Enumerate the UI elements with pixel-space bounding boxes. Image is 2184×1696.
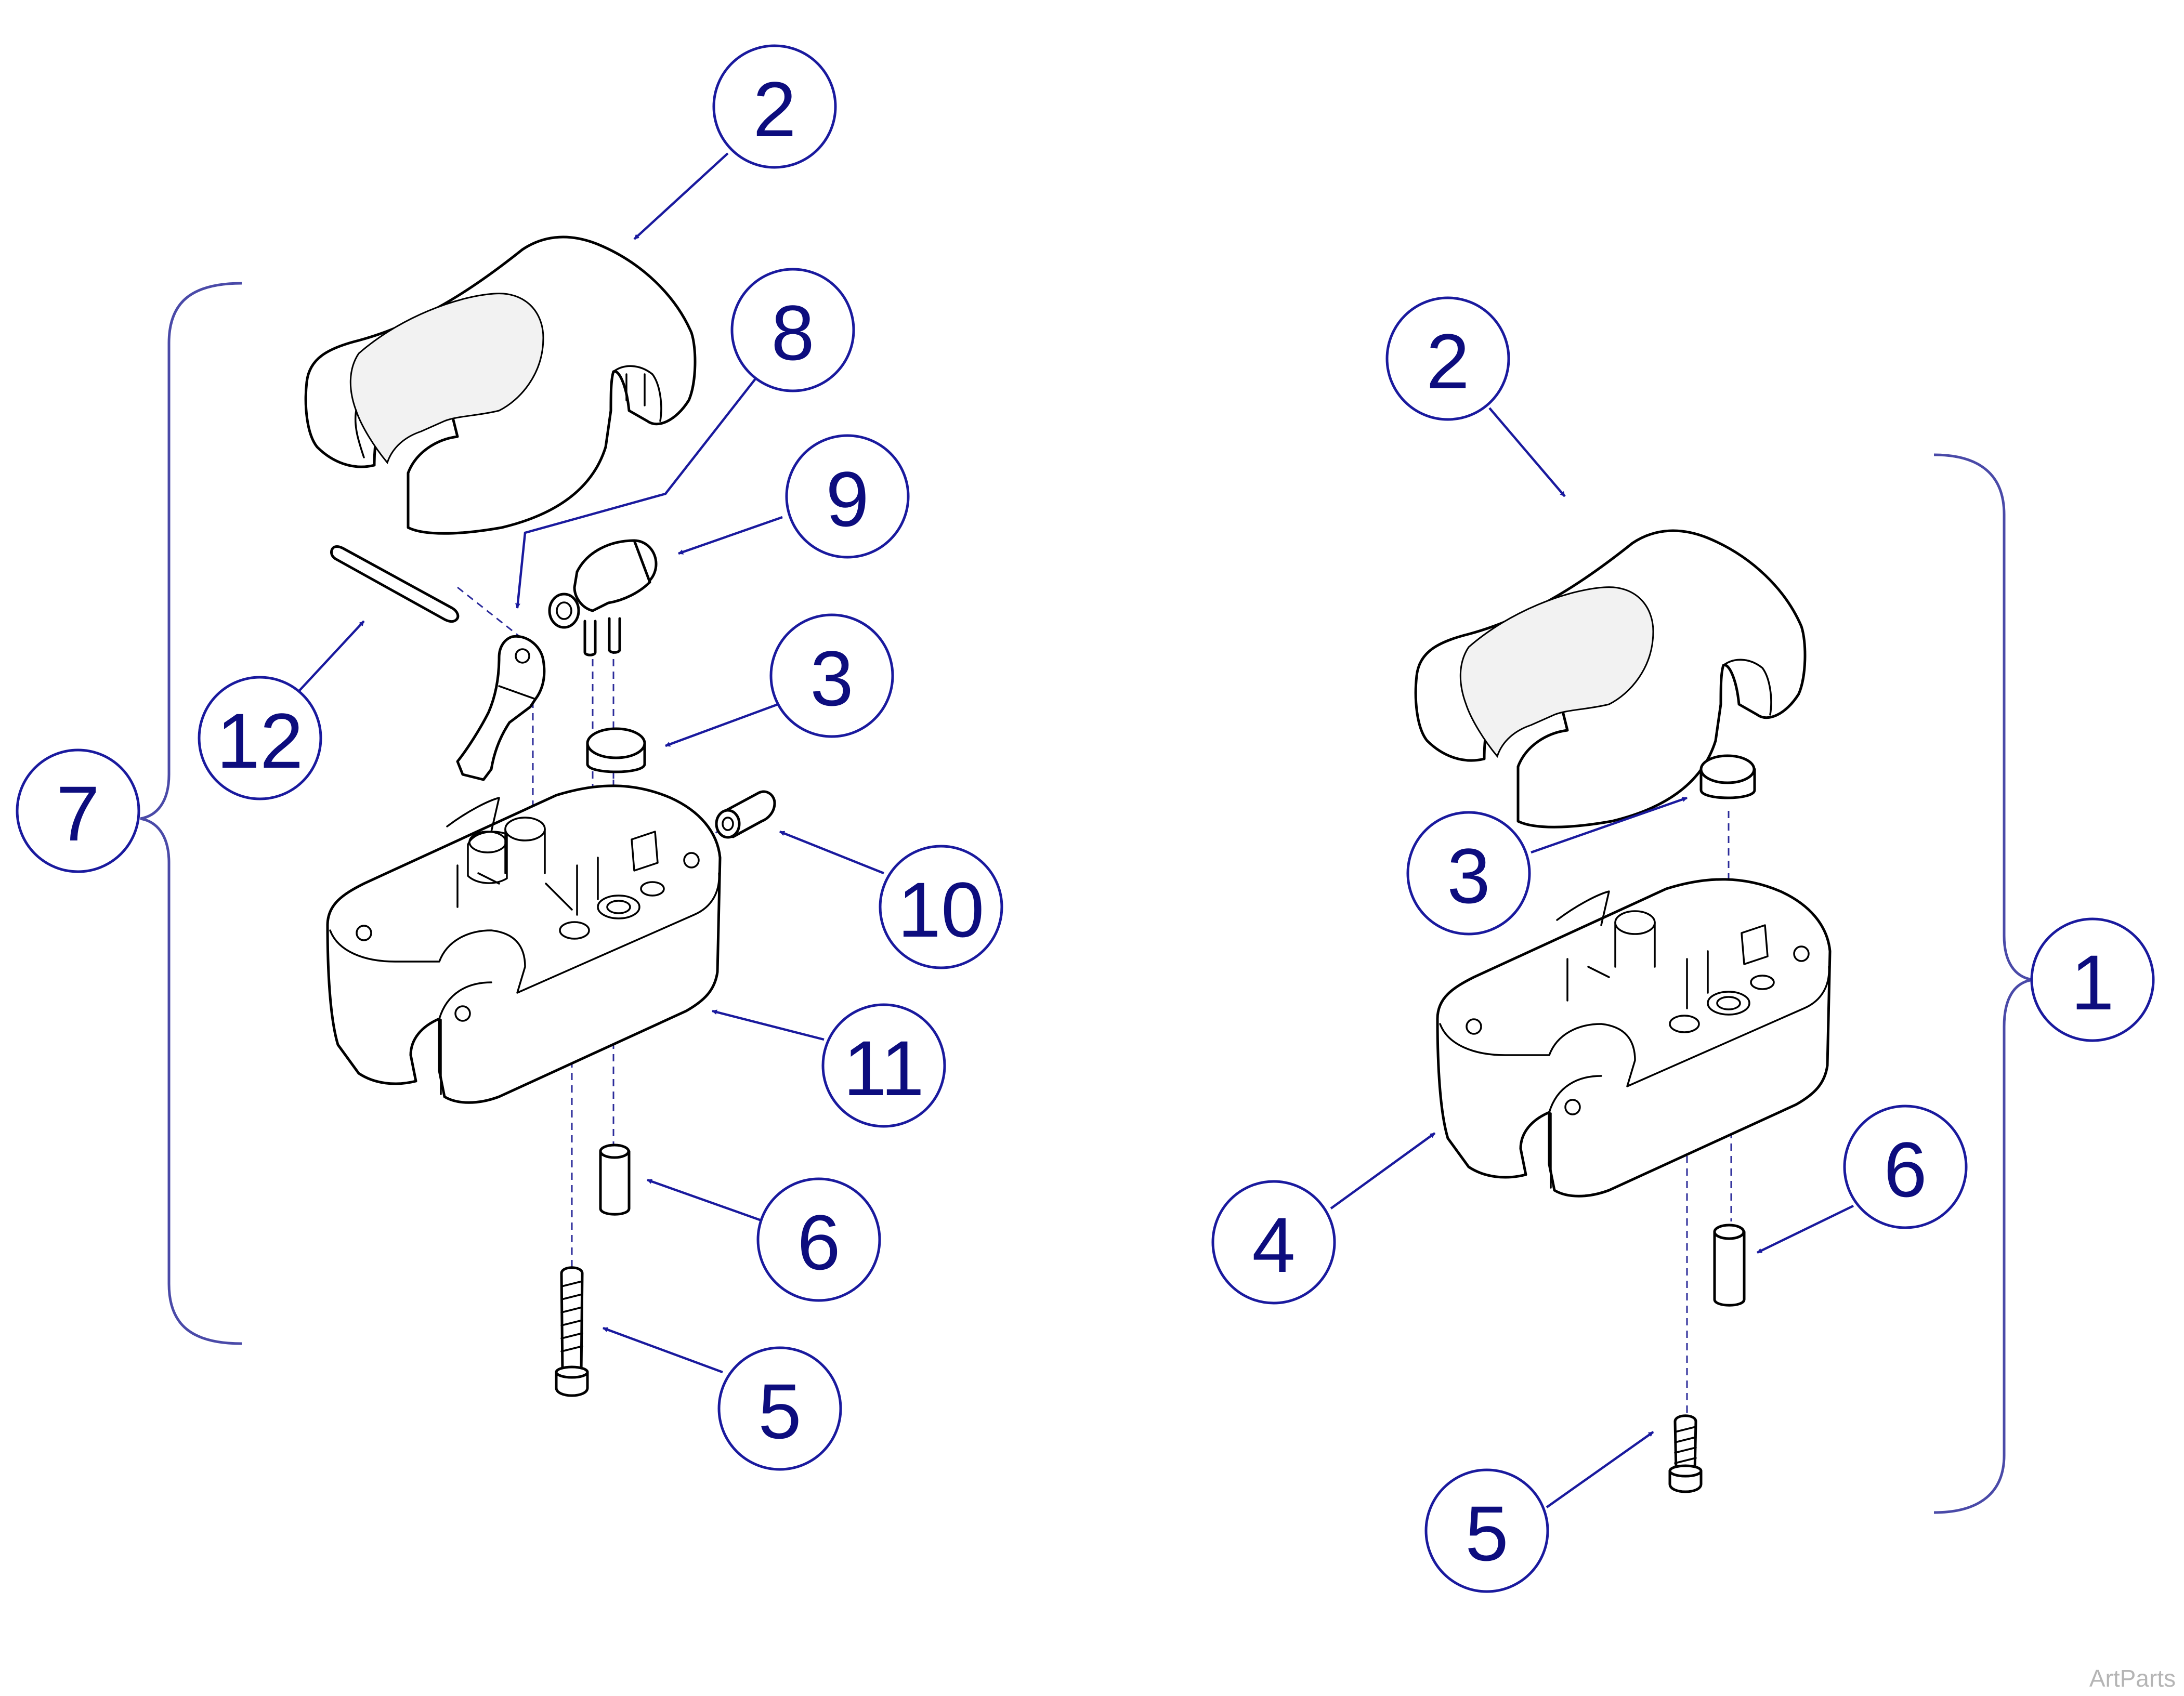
left-spacer xyxy=(599,1143,631,1216)
leader-left-11 xyxy=(712,1009,825,1041)
leader-right-6 xyxy=(1757,1204,1854,1254)
right-base-housing xyxy=(1436,878,1832,1198)
leader-left-10 xyxy=(779,830,884,875)
leader-left-8 xyxy=(515,373,760,609)
leader-left-9 xyxy=(678,516,783,555)
callout-left-6: 6 xyxy=(756,1177,881,1302)
callout-left-10: 10 xyxy=(879,845,1003,969)
callout-left-7: 7 xyxy=(16,748,140,873)
left-base-housing xyxy=(326,784,722,1104)
leader-left-12 xyxy=(295,620,365,695)
left-valve xyxy=(548,539,658,656)
leader-left-5 xyxy=(603,1326,723,1374)
svg-text:3: 3 xyxy=(810,635,853,722)
leader-left-3 xyxy=(665,700,786,747)
svg-text:2: 2 xyxy=(1426,318,1469,405)
callout-right-4: 4 xyxy=(1211,1180,1336,1305)
leader-right-4 xyxy=(1330,1132,1436,1209)
leader-lines xyxy=(295,152,1854,1508)
callout-left-11: 11 xyxy=(821,1003,946,1128)
callout-right-5: 5 xyxy=(1424,1468,1549,1593)
watermark: ArtParts xyxy=(2089,1665,2176,1692)
right-top-cover xyxy=(1414,529,1807,829)
left-screw xyxy=(555,1266,589,1397)
right-plug xyxy=(1699,754,1756,799)
left-plug xyxy=(586,727,646,773)
leader-right-3 xyxy=(1531,796,1688,854)
left-pin xyxy=(330,545,460,623)
right-group-bracket xyxy=(1933,453,2033,1514)
left-sleeve xyxy=(715,790,776,839)
callouts: 2 8 9 3 12 7 10 11 6 5 2 3 1 4 6 5 xyxy=(16,44,2155,1593)
left-group-bracket xyxy=(140,282,242,1345)
svg-text:10: 10 xyxy=(898,866,985,953)
leader-left-2 xyxy=(633,152,729,240)
callout-right-1: 1 xyxy=(2030,917,2155,1042)
leader-left-6 xyxy=(647,1178,765,1223)
svg-text:6: 6 xyxy=(1884,1126,1927,1213)
svg-text:5: 5 xyxy=(1465,1490,1508,1577)
svg-text:12: 12 xyxy=(217,697,304,784)
svg-text:9: 9 xyxy=(826,455,869,543)
callout-left-3: 3 xyxy=(769,613,894,738)
leader-right-5 xyxy=(1546,1431,1654,1508)
svg-text:3: 3 xyxy=(1447,832,1490,919)
callout-left-5: 5 xyxy=(717,1346,842,1471)
right-screw xyxy=(1668,1414,1703,1493)
left-lever xyxy=(456,635,546,781)
callout-right-2: 2 xyxy=(1385,296,1510,421)
callout-left-8: 8 xyxy=(730,268,855,392)
svg-text:8: 8 xyxy=(771,289,814,376)
right-assembly xyxy=(1414,453,2033,1514)
svg-text:7: 7 xyxy=(56,770,99,857)
svg-text:11: 11 xyxy=(843,1024,924,1112)
leader-right-2 xyxy=(1488,407,1566,497)
svg-text:2: 2 xyxy=(753,65,796,153)
left-top-cover xyxy=(304,235,697,535)
callout-right-6: 6 xyxy=(1843,1105,1968,1229)
svg-text:1: 1 xyxy=(2071,939,2114,1026)
callout-right-3: 3 xyxy=(1406,811,1531,936)
left-assembly xyxy=(140,235,776,1397)
callout-left-12: 12 xyxy=(198,676,322,800)
svg-text:5: 5 xyxy=(758,1368,801,1455)
svg-text:6: 6 xyxy=(797,1199,840,1286)
right-spacer xyxy=(1713,1224,1746,1307)
svg-text:4: 4 xyxy=(1252,1201,1295,1289)
callout-left-2: 2 xyxy=(712,44,837,169)
callout-left-9: 9 xyxy=(785,434,910,559)
